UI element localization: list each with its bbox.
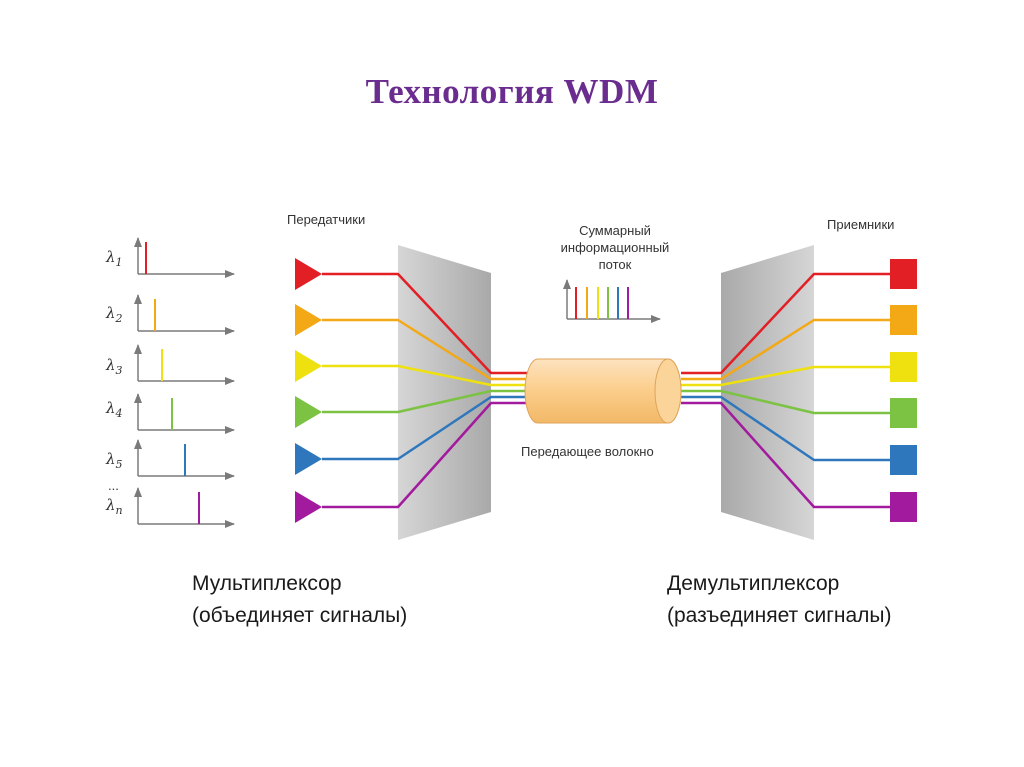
multiplexer-subtitle: (объединяет сигналы) [192, 604, 408, 627]
receiver-5 [890, 445, 917, 475]
demux-line-6 [681, 401, 890, 509]
slide-title: Технология WDM [365, 72, 659, 111]
mux-line-2 [322, 318, 538, 381]
mux-line-1 [322, 272, 538, 375]
transmitters-label: Передатчики [287, 212, 366, 227]
summary-label: Суммарный информационный поток [530, 222, 700, 273]
spectrum-plot-4: λ4 [105, 393, 235, 434]
spectrum-label-3: λ3 [105, 356, 123, 377]
spectrum-plot-6: λn [105, 487, 235, 528]
demultiplexer-title: Демультиплексор [667, 572, 840, 595]
multiplexer-channel-lines [322, 272, 538, 509]
spectrum-label-1: λ1 [105, 248, 123, 269]
spectrum-plot-2: λ2 [105, 294, 235, 335]
transmitter-6 [295, 491, 322, 523]
summary-line-2: информационный [560, 240, 670, 255]
transmitter-2 [295, 304, 322, 336]
demultiplexer-panel [721, 245, 814, 540]
receiver-1 [890, 259, 917, 289]
summary-line-3: поток [598, 257, 632, 272]
mux-line-6 [322, 401, 538, 509]
demux-line-1 [681, 272, 890, 375]
fiber-label: Передающее волокно [521, 444, 654, 459]
spectrum-ellipsis: ... [108, 478, 119, 493]
demux-line-3 [681, 365, 890, 387]
transmitters [295, 258, 322, 523]
summary-line-1: Суммарный [579, 223, 651, 238]
receiver-2 [890, 305, 917, 335]
demux-line-4 [681, 389, 890, 415]
transmitter-1 [295, 258, 322, 290]
multiplexer-caption: Мультиплексор (объединяет сигналы) [192, 568, 407, 632]
mux-line-3 [322, 364, 538, 387]
transmitter-5 [295, 443, 322, 475]
spectrum-label-5: λ5 [105, 450, 123, 471]
spectrum-plot-1: λ1 [105, 237, 235, 278]
summary-spectrum-plot [563, 279, 661, 323]
demux-line-2 [681, 318, 890, 381]
receivers-label: Приемники [827, 217, 895, 232]
receiver-6 [890, 492, 917, 522]
spectrum-label-6: λn [105, 496, 123, 517]
demultiplexer-subtitle: (разъединяет сигналы) [667, 604, 892, 627]
fiber-cable [524, 358, 682, 424]
spectrum-label-2: λ2 [105, 304, 123, 325]
receiver-3 [890, 352, 917, 382]
mux-line-4 [322, 389, 538, 414]
spectrum-label-4: λ4 [105, 399, 123, 420]
receiver-4 [890, 398, 917, 428]
spectrum-plots: λ1 λ2 λ3 λ4 λ5 λn... [105, 237, 235, 528]
multiplexer-title: Мультиплексор [192, 572, 342, 595]
mux-line-5 [322, 395, 538, 461]
demux-line-5 [681, 395, 890, 462]
multiplexer-panel [398, 245, 491, 540]
demultiplexer-caption: Демультиплексор (разъединяет сигналы) [667, 568, 892, 632]
transmitter-4 [295, 396, 322, 428]
receivers [890, 259, 917, 522]
spectrum-plot-3: λ3 [105, 344, 235, 385]
transmitter-3 [295, 350, 322, 382]
spectrum-plot-5: λ5 [105, 439, 235, 480]
demultiplexer-channel-lines [681, 272, 890, 509]
